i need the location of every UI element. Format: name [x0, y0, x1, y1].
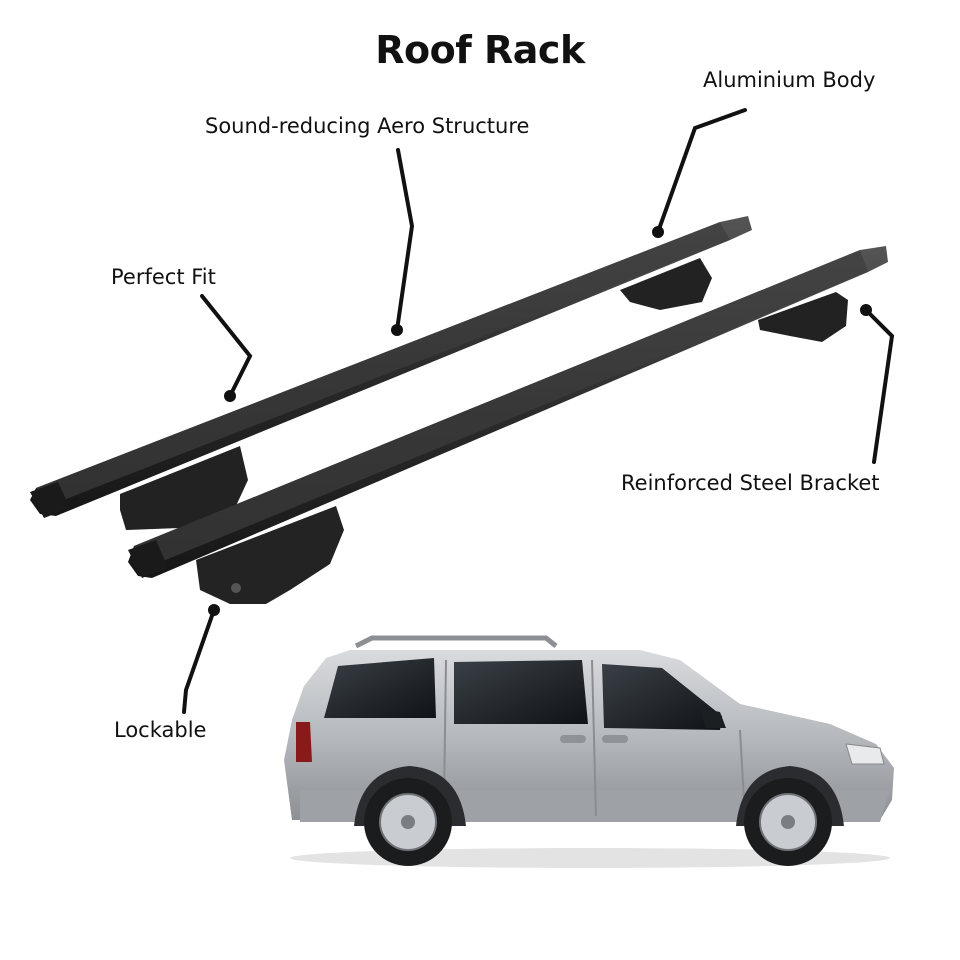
rear-crossbar	[30, 216, 752, 530]
feature-label-lockable: Lockable	[114, 718, 207, 742]
callout-dot	[391, 324, 403, 336]
callout-lines	[182, 108, 895, 714]
callout-dot	[224, 390, 236, 402]
callout-dot	[860, 304, 872, 316]
page-title: Roof Rack	[375, 28, 585, 72]
van-illustration	[284, 635, 894, 868]
feature-label-fit: Perfect Fit	[111, 265, 216, 289]
callout-dot	[652, 226, 664, 238]
feature-label-bracket: Reinforced Steel Bracket	[621, 471, 880, 495]
feature-label-aluminium: Aluminium Body	[703, 68, 876, 92]
front-crossbar	[128, 246, 888, 604]
callout-dot	[208, 604, 220, 616]
feature-label-aero: Sound-reducing Aero Structure	[205, 114, 530, 138]
